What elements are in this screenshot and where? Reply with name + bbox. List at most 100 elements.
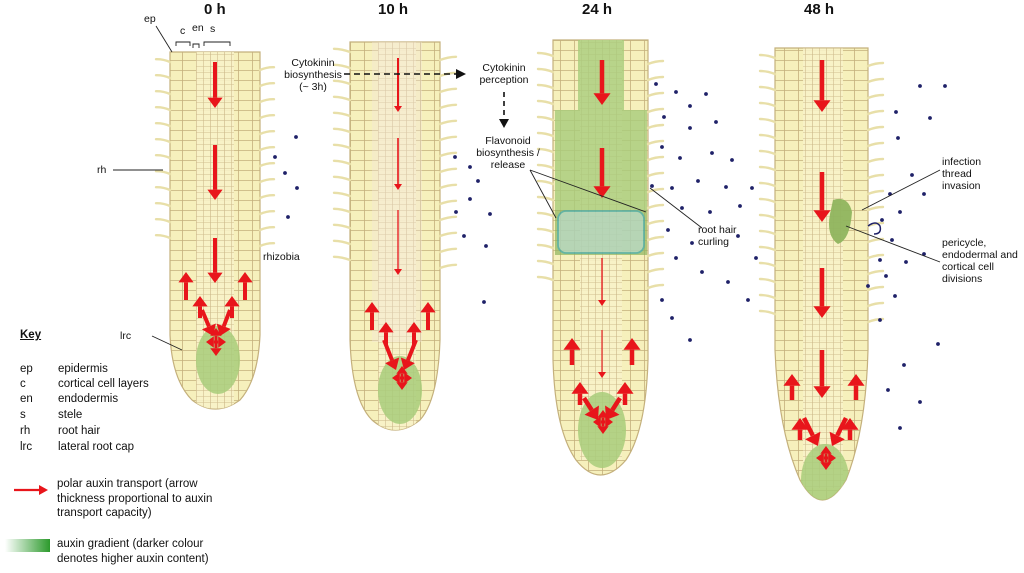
root-hair	[438, 183, 458, 190]
auxin-arrow	[394, 210, 402, 275]
auxin-arrow-head	[828, 452, 836, 464]
auxin-arrow-head	[396, 366, 408, 374]
root-hair	[866, 237, 885, 244]
label-rh: rh	[97, 164, 107, 176]
auxin-arrow-head	[394, 184, 402, 190]
root-hair	[646, 139, 665, 146]
rhizobium-dot	[482, 300, 486, 304]
auxin-arrow-head	[207, 97, 223, 108]
auxin-arrow-shaft	[200, 309, 211, 328]
root-hair	[758, 229, 777, 236]
auxin-arrow-head	[829, 431, 845, 446]
auxin-arrow	[826, 452, 836, 464]
root-hair	[536, 51, 555, 58]
root-hair	[758, 85, 777, 92]
auxin-arrow	[400, 339, 418, 370]
root-hair	[536, 115, 555, 122]
root-hair	[438, 167, 458, 174]
root-hair	[332, 47, 352, 54]
auxin-arrow-shaft	[582, 396, 594, 412]
rhizobium-dot	[468, 197, 472, 201]
rhizobium-dot	[688, 338, 692, 342]
root-hair	[646, 107, 665, 114]
leader-lrc	[151, 335, 183, 351]
key-arrow-head	[39, 485, 48, 495]
root-hair	[332, 223, 352, 230]
leader-ep	[155, 25, 173, 53]
auxin-arrow-head	[841, 418, 859, 430]
root-hair	[646, 171, 665, 178]
root-hair	[646, 59, 665, 66]
root-hair	[258, 81, 276, 88]
rhizobium-dot	[736, 234, 740, 238]
label-flavonoid: Flavonoid biosynthesis / release	[476, 135, 540, 171]
root-hair	[438, 231, 458, 238]
auxin-arrow	[206, 336, 216, 348]
root-hair	[758, 277, 777, 284]
key-title: Key	[20, 329, 42, 341]
root-hair	[866, 173, 885, 180]
root-hair	[258, 113, 276, 120]
root-hair	[258, 177, 276, 184]
rhizobium-dot	[700, 270, 704, 274]
auxin-arrow	[598, 258, 606, 306]
root-hair	[332, 111, 352, 118]
rhizobium-dot	[898, 210, 902, 214]
root-hair	[154, 137, 172, 144]
rhizobium-dot	[660, 145, 664, 149]
root-hair	[332, 143, 352, 150]
root-hair	[866, 205, 885, 212]
rhizobium-dot	[286, 215, 290, 219]
rhizobium-dot	[726, 280, 730, 284]
leader-root-hair-curling	[649, 187, 703, 229]
rhizobium-dot	[724, 185, 728, 189]
root-hair	[758, 197, 777, 204]
auxin-arrow-head	[237, 272, 253, 283]
auxin-arrow	[841, 418, 859, 440]
auxin-arrow-head	[571, 382, 589, 394]
rhizobium-dot	[294, 135, 298, 139]
root-hair	[866, 77, 885, 84]
auxin-arrow	[178, 272, 194, 300]
label-root-hair-curling: root hair curling	[698, 224, 737, 248]
root-hair	[758, 101, 777, 108]
root-hair	[332, 207, 352, 214]
rhizobium-dot	[896, 136, 900, 140]
root-hair	[258, 65, 276, 72]
auxin-arrow	[616, 382, 634, 405]
rhizobium-dot	[688, 126, 692, 130]
auxin-arrow-head	[224, 296, 240, 307]
cytokinin-dashed-head	[456, 69, 466, 79]
auxin-arrow-head	[406, 322, 422, 333]
root-hair	[154, 233, 172, 240]
root-hair	[438, 199, 458, 206]
auxin-arrow-shaft	[406, 339, 418, 362]
rhizobium-dot	[670, 186, 674, 190]
rhizobium-dot	[922, 252, 926, 256]
root-hair	[438, 87, 458, 94]
auxin-arrow-head	[623, 338, 641, 350]
root-hair	[258, 193, 276, 200]
root-hair	[438, 215, 458, 222]
auxin-arrow-head	[597, 410, 609, 418]
leader-flavonoid	[529, 169, 557, 219]
root-hair	[438, 103, 458, 110]
rhizobium-dot	[488, 212, 492, 216]
root-hair	[536, 211, 555, 218]
auxin-arrow	[563, 338, 581, 365]
auxin-arrow	[605, 396, 622, 420]
auxin-arrow-head	[420, 302, 436, 313]
auxin-arrow	[603, 416, 613, 428]
root-hair	[646, 187, 665, 194]
root-hair	[154, 57, 172, 64]
auxin-arrow-head	[783, 374, 801, 386]
root-hair	[866, 189, 885, 196]
auxin-zone-10h	[378, 356, 422, 424]
root-hair	[258, 241, 276, 248]
root-hair	[758, 165, 777, 172]
auxin-arrow	[207, 238, 223, 283]
rhizobium-dot	[295, 186, 299, 190]
root-hair	[332, 159, 352, 166]
